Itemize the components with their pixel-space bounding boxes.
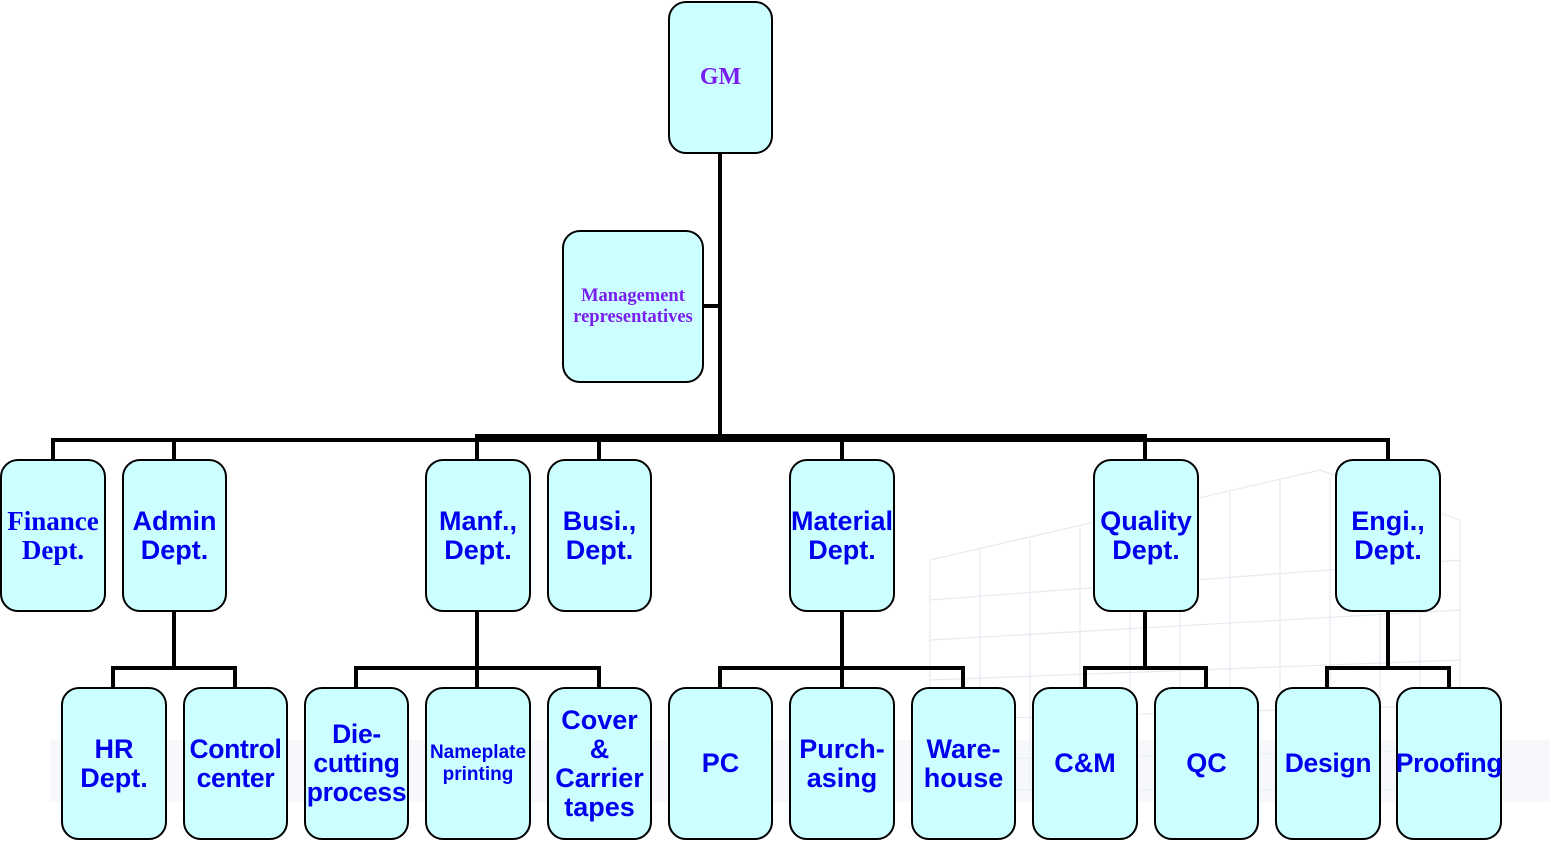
node-material-dept-label: Material Dept. [790, 505, 894, 565]
node-pc: PC [668, 687, 773, 840]
node-engi-dept: Engi., Dept. [1335, 459, 1441, 612]
node-finance-dept-label: Finance Dept. [7, 505, 99, 565]
node-design: Design [1275, 687, 1381, 840]
connector-manf-subtree [354, 608, 601, 690]
node-hr-dept: HR Dept. [61, 687, 167, 840]
connector-quality-subtree [1083, 608, 1208, 690]
node-warehouse: Ware- house [911, 687, 1016, 840]
node-manf-dept-label: Manf., Dept. [439, 505, 517, 565]
node-gm: GM [668, 1, 773, 154]
node-c-and-m-label: C&M [1054, 748, 1116, 778]
node-nameplate-printing: Nameplate printing [425, 687, 531, 840]
node-busi-dept-label: Busi., Dept. [562, 505, 637, 565]
node-gm-label: GM [699, 64, 742, 90]
node-qc: QC [1154, 687, 1259, 840]
node-admin-dept: Admin Dept. [122, 459, 227, 612]
node-hr-dept-label: HR Dept. [80, 733, 148, 793]
node-cover-carrier-tapes-label: Cover & Carrier tapes [555, 704, 644, 822]
node-c-and-m: C&M [1032, 687, 1138, 840]
node-die-cutting-process: Die- cutting process [304, 687, 409, 840]
node-material-dept: Material Dept. [789, 459, 895, 612]
node-warehouse-label: Ware- house [923, 733, 1004, 793]
connector-material-subtree [718, 608, 965, 690]
node-purchasing-label: Purch- asing [799, 733, 885, 793]
node-nameplate-printing-label: Nameplate printing [429, 741, 527, 785]
node-busi-dept: Busi., Dept. [547, 459, 652, 612]
node-engi-dept-label: Engi., Dept. [1351, 505, 1425, 565]
node-finance-dept: Finance Dept. [0, 459, 106, 612]
node-control-center-label: Control center [189, 733, 282, 793]
node-management-representatives: Management representatives [562, 230, 704, 383]
node-design-label: Design [1284, 748, 1372, 778]
node-die-cutting-process-label: Die- cutting process [306, 719, 407, 807]
node-cover-carrier-tapes: Cover & Carrier tapes [547, 687, 652, 840]
connector-admin-subtree [111, 608, 237, 690]
node-proofing: Proofing [1395, 687, 1503, 840]
node-pc-label: PC [701, 748, 740, 778]
node-manf-dept: Manf., Dept. [425, 459, 531, 612]
node-admin-dept-label: Admin Dept. [132, 505, 217, 565]
node-proofing-label: Proofing [1395, 748, 1503, 778]
node-purchasing: Purch- asing [789, 687, 895, 840]
node-quality-dept-label: Quality Dept. [1100, 505, 1192, 565]
node-quality-dept: Quality Dept. [1093, 459, 1199, 612]
node-management-representatives-label: Management representatives [573, 285, 693, 327]
node-qc-label: QC [1186, 748, 1227, 778]
connector-engi-subtree [1325, 608, 1451, 690]
node-control-center: Control center [183, 687, 288, 840]
